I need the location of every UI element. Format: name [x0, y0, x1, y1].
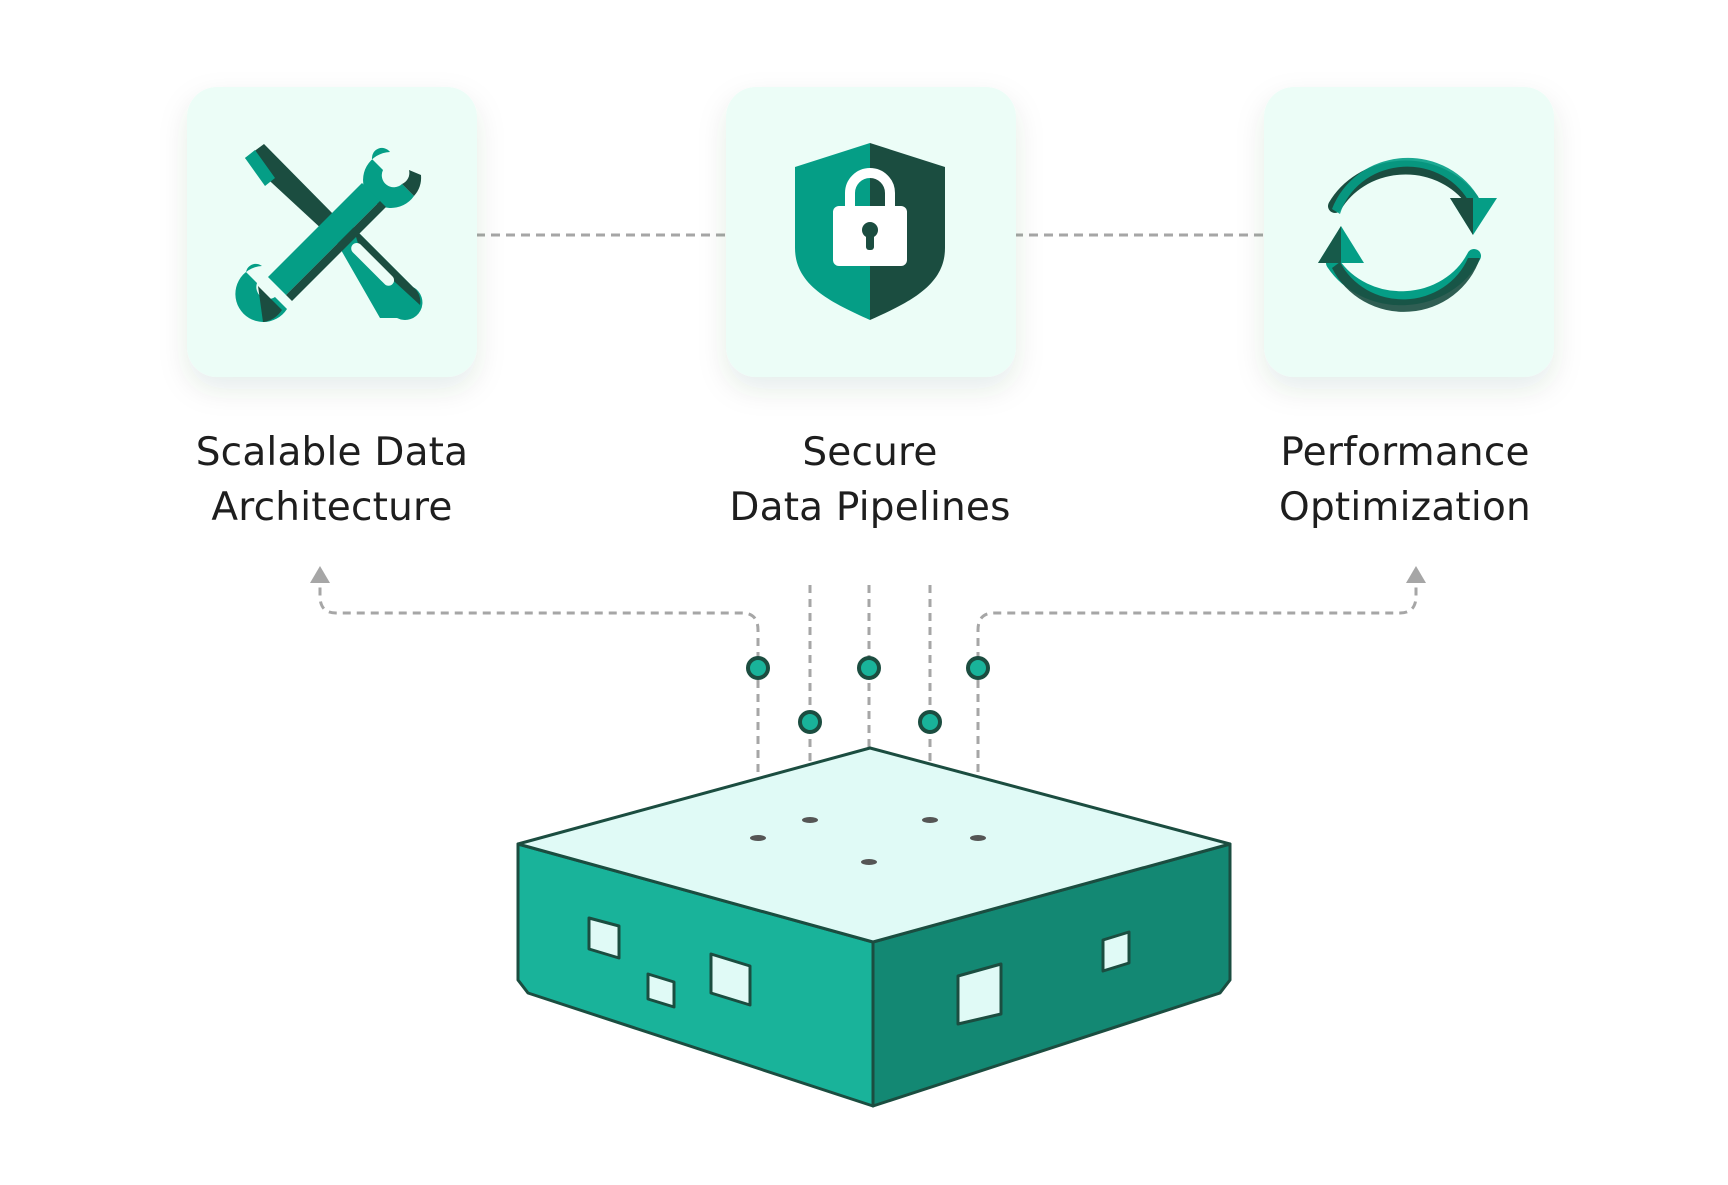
- window-right-2: [1101, 930, 1131, 973]
- platform-box: [516, 746, 1232, 1108]
- connector-nodes: [746, 656, 990, 734]
- window-left-2: [646, 972, 676, 1009]
- window-left-3: [709, 952, 752, 1007]
- node-2: [798, 710, 822, 734]
- route-to-scalable-data-architecture: [318, 580, 760, 842]
- anchor-4: [922, 817, 938, 823]
- anchor-2: [802, 817, 818, 823]
- window-right-1: [956, 962, 1003, 1026]
- node-1: [746, 656, 770, 680]
- box-top-face: [516, 746, 1232, 944]
- feature-label-line-2: Architecture: [211, 485, 453, 530]
- feature-label-line-2: Data Pipelines: [729, 485, 1011, 530]
- arrow-up-left: [310, 566, 330, 583]
- feature-label-line-1: Performance: [1280, 430, 1530, 475]
- node-5: [966, 656, 990, 680]
- anchor-1: [750, 835, 766, 841]
- refresh-cycle-icon: [1318, 157, 1497, 312]
- anchor-3: [861, 859, 877, 865]
- feature-label-line-1: Secure: [802, 430, 938, 475]
- feature-label-line-1: Scalable Data: [195, 430, 469, 475]
- feature-label-performance-optimization: Performance Optimization: [1205, 425, 1605, 535]
- feature-label-secure-data-pipelines: Secure Data Pipelines: [670, 425, 1070, 535]
- arrow-up-right: [1406, 566, 1426, 583]
- node-3: [857, 656, 881, 680]
- feature-label-scalable-data-architecture: Scalable Data Architecture: [132, 425, 532, 535]
- connector-anchors: [750, 817, 986, 865]
- feature-label-line-2: Optimization: [1279, 485, 1531, 530]
- tools-icon: [235, 144, 423, 323]
- anchor-5: [970, 835, 986, 841]
- feature-card-performance-optimization: [1264, 87, 1554, 377]
- shield-lock-icon: [795, 143, 945, 320]
- node-4: [918, 710, 942, 734]
- route-to-performance-optimization: [976, 580, 1418, 842]
- window-left-1: [587, 916, 621, 960]
